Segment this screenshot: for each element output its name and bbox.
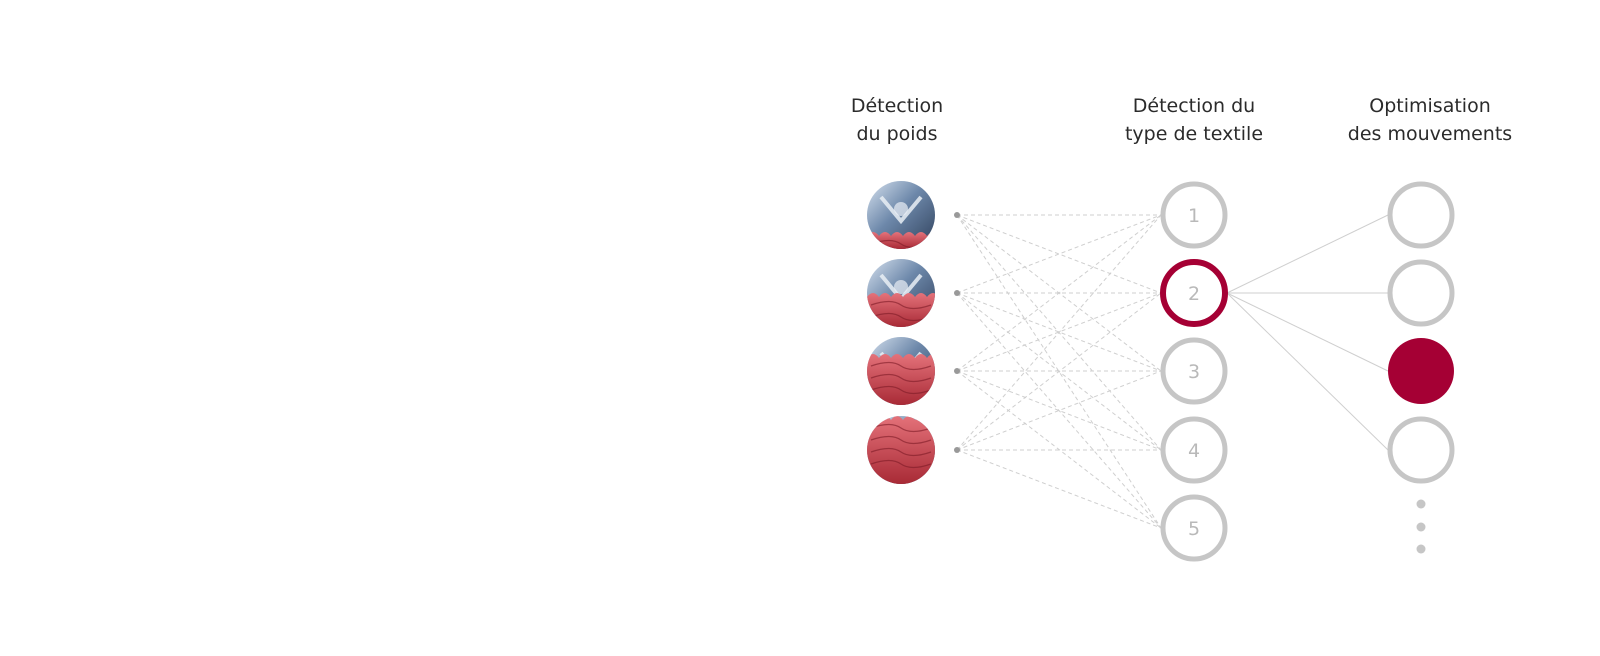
- weight-detection-nodes: [867, 181, 960, 484]
- weight-output-dot: [954, 212, 960, 218]
- connection-weight-1-fabric-2: [956, 214, 1162, 294]
- fabric-type-label: 5: [1188, 518, 1200, 540]
- column-title-fabric-line1: Détection du: [1132, 95, 1256, 117]
- connection-weight-3-fabric-4: [956, 370, 1162, 451]
- load-level-4-icon: [867, 416, 935, 484]
- connection-weight-4-fabric-1: [956, 214, 1162, 451]
- connection-weight-3-fabric-2: [956, 292, 1162, 372]
- connection-weight-4-fabric-5: [956, 449, 1162, 529]
- connection-weight-4-fabric-3: [956, 370, 1162, 451]
- fabric-type-node-5: [1160, 494, 1228, 562]
- motion-optimisation-nodes: [1387, 181, 1455, 484]
- column-title-motion-line2: des mouvements: [1347, 123, 1513, 145]
- connection-weight-2-fabric-5: [956, 292, 1162, 529]
- column-title-fabric: Détection du type de textile: [1114, 92, 1274, 148]
- connection-fabric-to-motion-3: [1226, 292, 1389, 372]
- connection-weight-2-fabric-3: [956, 292, 1162, 372]
- fabric-type-node-2: [1160, 259, 1228, 327]
- motion-option-node-2: [1387, 259, 1455, 327]
- connection-weight-2-fabric-1: [956, 214, 1162, 294]
- load-level-3-icon: [867, 337, 935, 405]
- fabric-to-motion-connections: [1226, 214, 1389, 451]
- motion-option-node-3: [1388, 338, 1454, 404]
- load-level-1-icon: [867, 181, 935, 249]
- fabric-type-label: 1: [1188, 205, 1200, 227]
- column-title-motion-line1: Optimisation: [1369, 95, 1491, 117]
- connection-fabric-to-motion-4: [1226, 292, 1389, 451]
- column-title-weight: Détection du poids: [843, 92, 951, 148]
- fabric-type-label: 2: [1188, 283, 1200, 305]
- load-level-2-icon: [867, 259, 935, 327]
- fabric-type-node-3: [1160, 337, 1228, 405]
- connection-weight-4-fabric-2: [956, 292, 1162, 451]
- weight-output-dot: [954, 368, 960, 374]
- column-title-weight-line2: du poids: [856, 123, 938, 145]
- motion-option-node-4: [1387, 416, 1455, 484]
- fabric-type-node-4: [1160, 416, 1228, 484]
- column-title-motion: Optimisation des mouvements: [1340, 92, 1520, 148]
- weight-output-dot: [954, 447, 960, 453]
- fabric-type-label: 3: [1188, 361, 1200, 383]
- connection-weight-3-fabric-1: [956, 214, 1162, 372]
- ellipsis-dot: [1416, 544, 1426, 554]
- fabric-type-nodes: 1 2 3 4 5: [1160, 181, 1228, 562]
- weight-to-fabric-connections: [956, 214, 1162, 529]
- column-title-weight-line1: Détection: [850, 95, 944, 117]
- connection-weight-1-fabric-5: [956, 214, 1162, 529]
- ellipsis-dot: [1416, 499, 1426, 509]
- column-title-fabric-line2: type de textile: [1124, 123, 1264, 145]
- more-options-ellipsis-icon: [1416, 499, 1426, 554]
- connection-fabric-to-motion-1: [1226, 214, 1389, 294]
- ellipsis-dot: [1416, 522, 1426, 532]
- weight-output-dot: [954, 290, 960, 296]
- fabric-type-node-1: [1160, 181, 1228, 249]
- motion-option-node-1: [1387, 181, 1455, 249]
- fabric-type-label: 4: [1188, 440, 1200, 462]
